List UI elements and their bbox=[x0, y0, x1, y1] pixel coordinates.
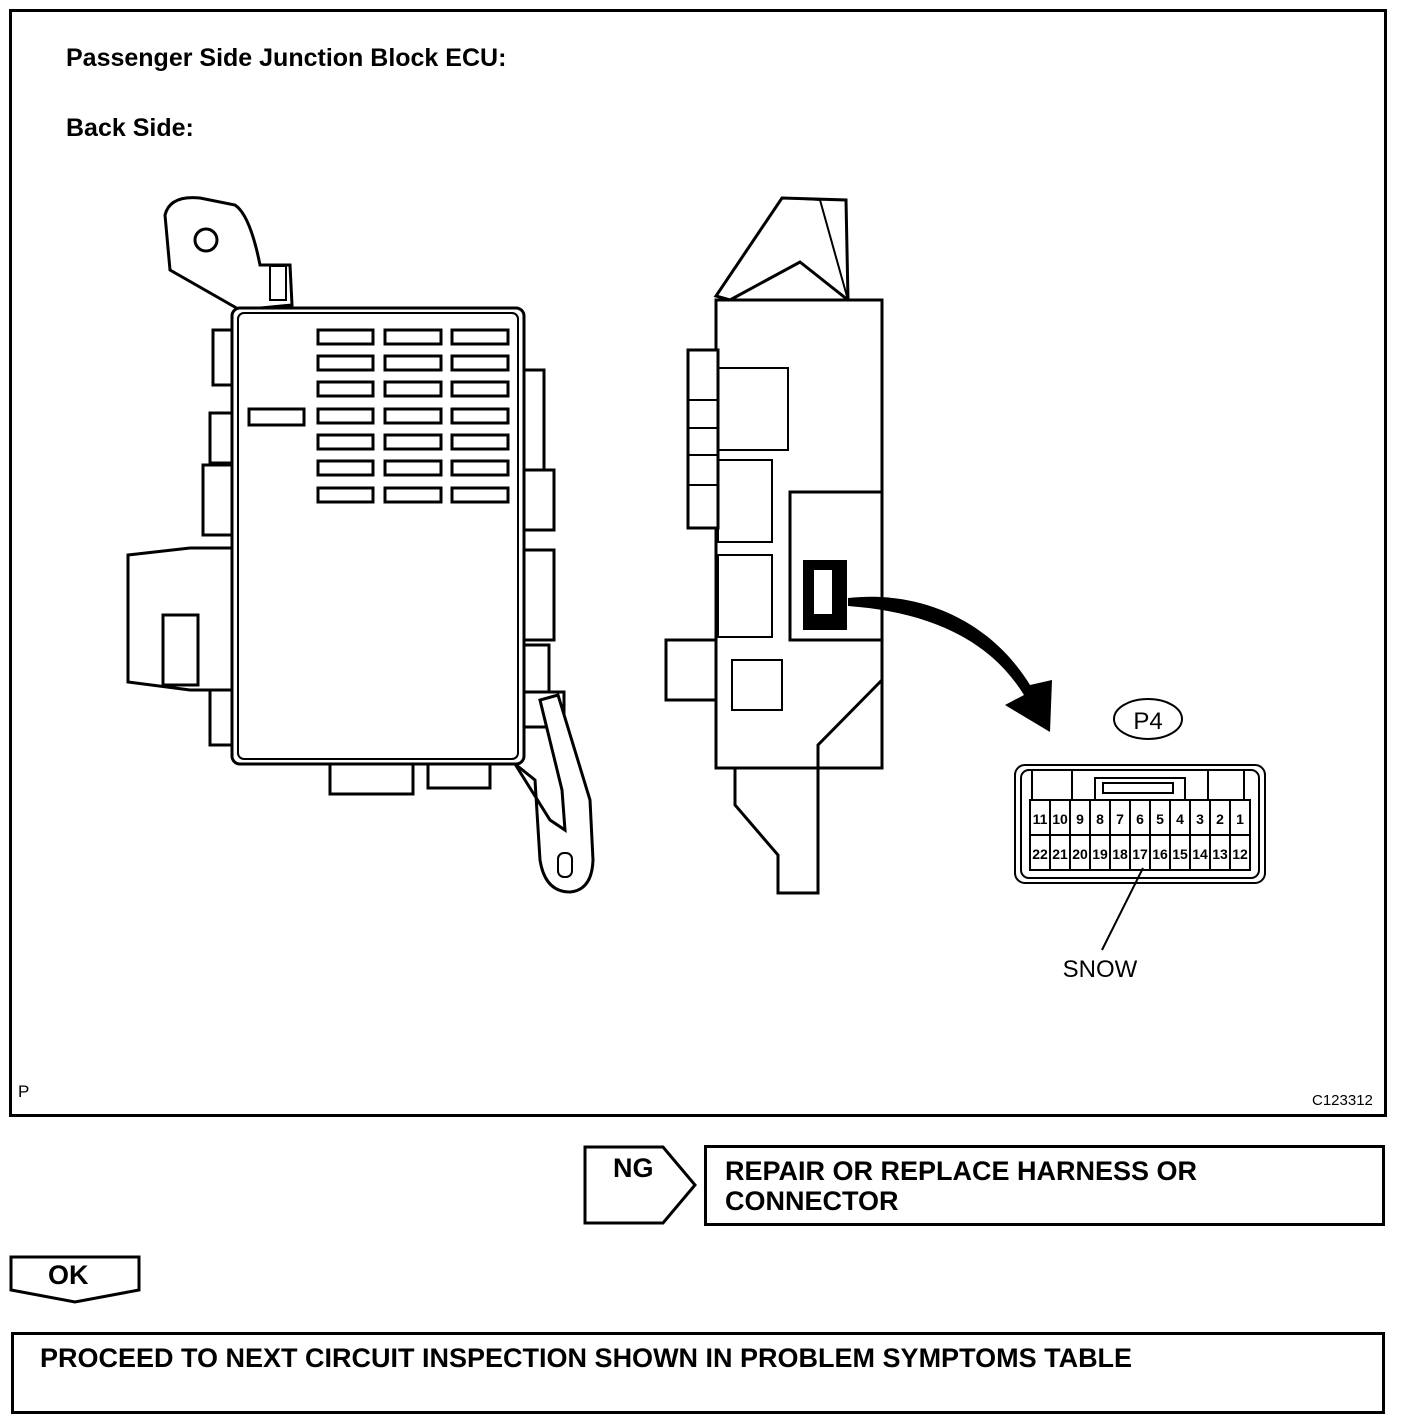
bracket-bolt-hole bbox=[193, 227, 219, 253]
figure-title: Passenger Side Junction Block ECU: bbox=[66, 44, 507, 72]
upper-mounting-bracket bbox=[163, 196, 294, 312]
pin-number: 9 bbox=[1076, 811, 1084, 827]
pin-number: 11 bbox=[1033, 811, 1048, 827]
pin-number: 17 bbox=[1132, 846, 1148, 862]
ng-action-box: REPAIR OR REPLACE HARNESS OR CONNECTOR bbox=[704, 1145, 1385, 1226]
pin-number: 5 bbox=[1156, 811, 1164, 827]
ng-action-text: REPAIR OR REPLACE HARNESS OR CONNECTOR bbox=[725, 1156, 1198, 1216]
figure-subtitle: Back Side: bbox=[66, 114, 194, 142]
side-view-block-4 bbox=[731, 659, 783, 711]
harness-connector-latch bbox=[161, 613, 200, 687]
pin-number: 19 bbox=[1092, 846, 1108, 862]
pin-number: 20 bbox=[1072, 846, 1088, 862]
pin-number: 8 bbox=[1096, 811, 1104, 827]
ng-label: NG bbox=[613, 1153, 654, 1183]
fuse-slot-grid bbox=[247, 328, 510, 504]
side-connector-right-3 bbox=[522, 548, 556, 642]
side-view-block-3 bbox=[717, 554, 773, 638]
pin-number: 22 bbox=[1032, 846, 1048, 862]
pin-number: 6 bbox=[1136, 811, 1144, 827]
side-view-block-1 bbox=[717, 367, 789, 451]
snow-callout-line bbox=[1101, 867, 1144, 951]
pin-number: 12 bbox=[1232, 846, 1248, 862]
pin-number: 14 bbox=[1192, 846, 1208, 862]
pin-number: 10 bbox=[1052, 811, 1068, 827]
connector-id-oval bbox=[1113, 698, 1183, 740]
lower-bracket-hole bbox=[557, 852, 573, 878]
figure-corner-letter: P bbox=[18, 1082, 30, 1101]
bottom-connector-2 bbox=[426, 762, 492, 790]
pin-number: 1 bbox=[1236, 811, 1244, 827]
next-step-text: PROCEED TO NEXT CIRCUIT INSPECTION SHOWN… bbox=[40, 1343, 1133, 1373]
connector-face bbox=[1014, 764, 1266, 884]
lower-mounting-bracket bbox=[513, 693, 595, 894]
pin-number: 15 bbox=[1172, 846, 1188, 862]
next-step-box: PROCEED TO NEXT CIRCUIT INSPECTION SHOWN… bbox=[11, 1332, 1385, 1414]
side-view-top-tab bbox=[713, 196, 850, 304]
ng-arrow-box bbox=[583, 1145, 697, 1225]
figure-code: C123312 bbox=[1312, 1092, 1373, 1109]
pin-number: 4 bbox=[1176, 811, 1184, 827]
pin-number: 18 bbox=[1112, 846, 1128, 862]
side-view-block-2 bbox=[717, 459, 773, 543]
callout-arrow bbox=[848, 596, 1052, 732]
connector-id-label: P4 bbox=[1133, 708, 1162, 735]
snow-terminal-label: SNOW bbox=[1063, 956, 1138, 983]
pin-number: 13 bbox=[1212, 846, 1228, 862]
pin-number: 3 bbox=[1196, 811, 1204, 827]
side-view-left-connectors bbox=[686, 348, 720, 530]
side-connector-left-3 bbox=[201, 463, 237, 537]
bottom-connector-1 bbox=[328, 762, 415, 796]
ok-label: OK bbox=[48, 1260, 89, 1290]
ok-arrow-box bbox=[9, 1255, 141, 1304]
side-connector-right-1 bbox=[522, 368, 546, 472]
pin-number: 7 bbox=[1116, 811, 1124, 827]
pin-number: 16 bbox=[1152, 846, 1168, 862]
pin-number: 2 bbox=[1216, 811, 1224, 827]
pin-dividers bbox=[1049, 800, 1231, 870]
side-connector-right-4 bbox=[522, 643, 551, 697]
side-connector-right-2 bbox=[522, 468, 556, 532]
junction-block-housing bbox=[230, 306, 526, 766]
bracket-slot bbox=[269, 265, 287, 301]
pin-number: 21 bbox=[1052, 846, 1068, 862]
side-view-lower-tab bbox=[664, 638, 884, 895]
